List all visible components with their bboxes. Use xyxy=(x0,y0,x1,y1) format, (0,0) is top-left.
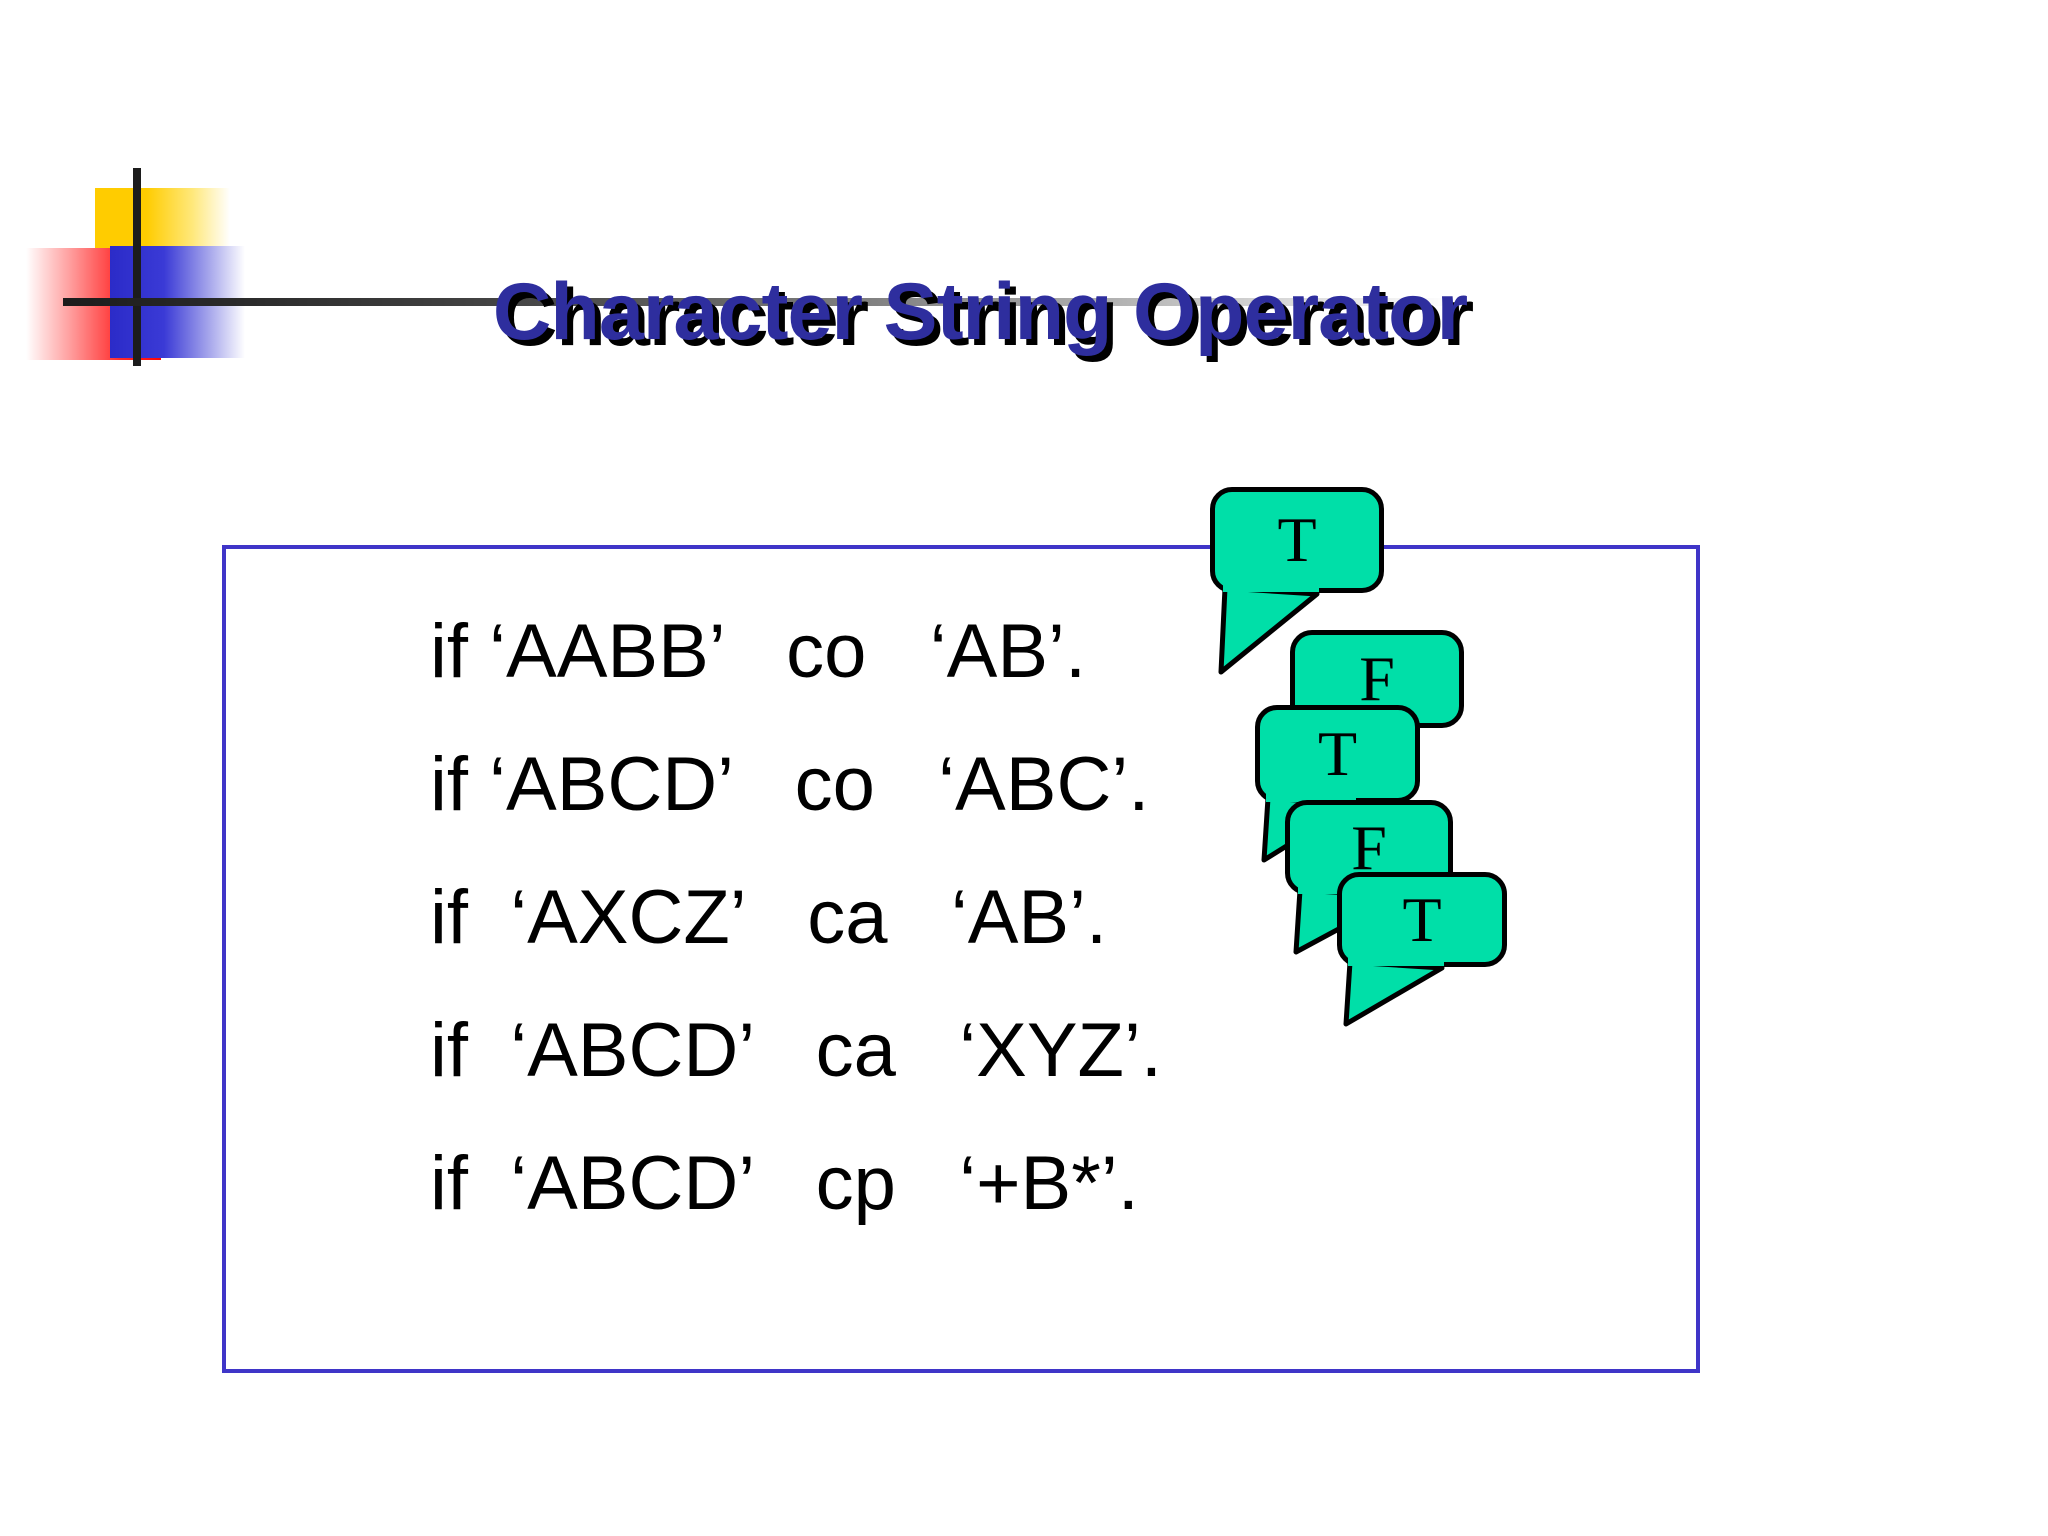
logo-vertical-rule xyxy=(133,168,141,366)
code-block: if ‘AABB’ co ‘AB’. if ‘ABCD’ co ‘ABC’. i… xyxy=(430,585,1630,1250)
callout-label: T xyxy=(1402,883,1442,955)
code-line: if ‘AABB’ co ‘AB’. xyxy=(430,609,1087,694)
code-line: if ‘ABCD’ co ‘ABC’. xyxy=(430,742,1150,827)
callout-label: T xyxy=(1317,718,1358,789)
code-line: if ‘AXCZ’ ca ‘AB’. xyxy=(430,875,1108,960)
callout-bubble-1: T xyxy=(1210,487,1384,675)
page-title: Character String Operator xyxy=(492,267,1468,357)
code-line: if ‘ABCD’ ca ‘XYZ’. xyxy=(430,1008,1162,1093)
content-box xyxy=(222,545,1700,1373)
decorative-logo xyxy=(20,168,1453,368)
callout-bubble-3: T xyxy=(1255,705,1420,863)
callout-bubble-5: T xyxy=(1337,872,1507,1027)
callout-label: F xyxy=(1351,811,1387,883)
code-line: if ‘ABCD’ cp ‘+B*’. xyxy=(430,1141,1139,1226)
logo-horizontal-rule xyxy=(63,298,1453,306)
callout-label: F xyxy=(1359,643,1395,714)
callout-label: T xyxy=(1277,504,1317,575)
